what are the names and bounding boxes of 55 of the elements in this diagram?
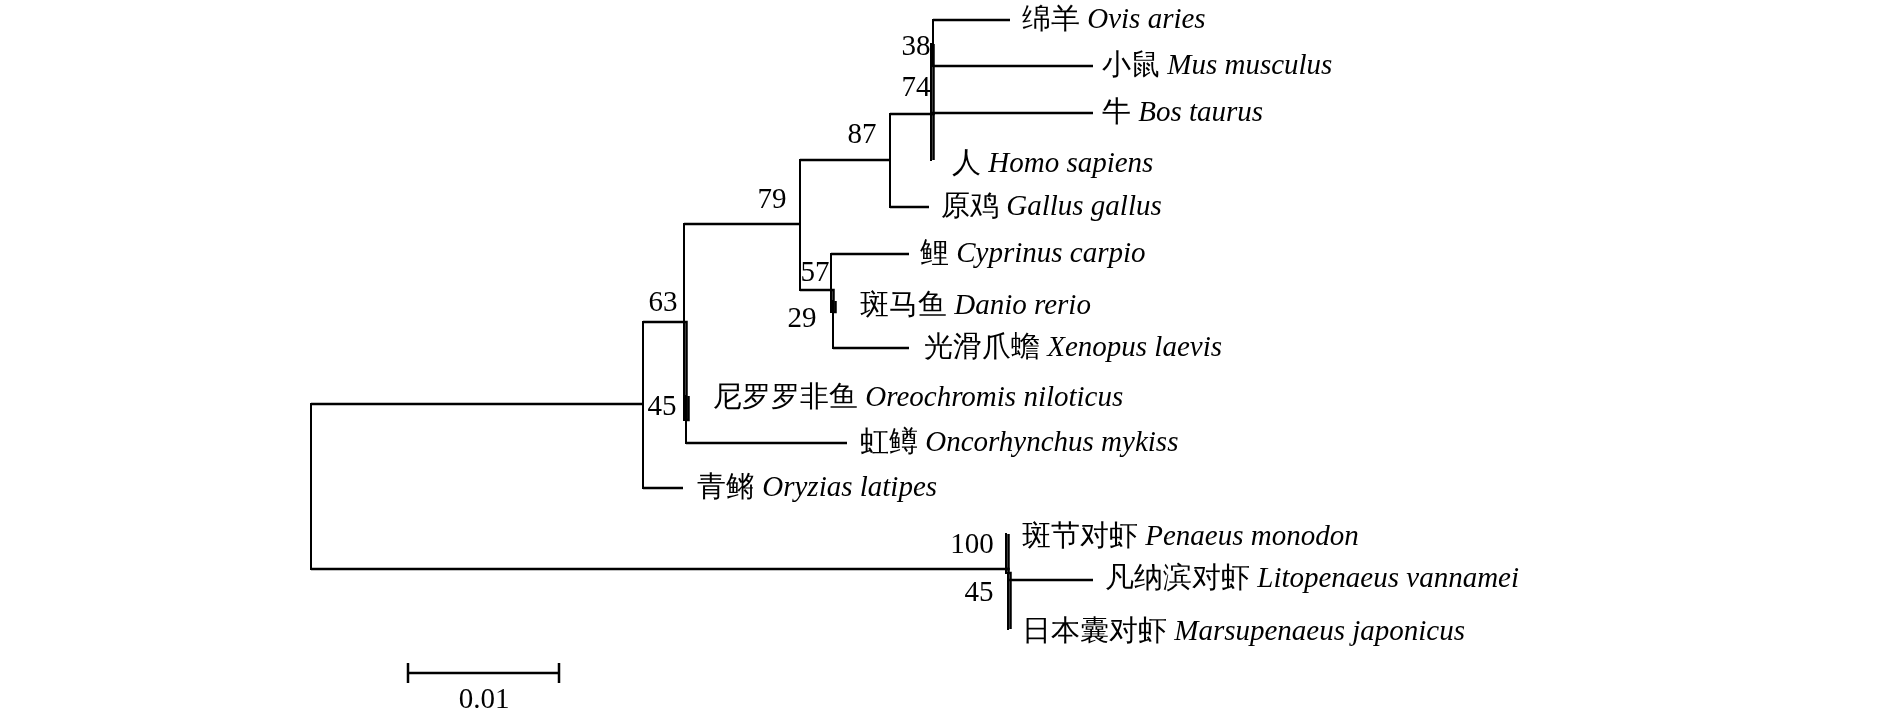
node-line xyxy=(1004,532,1008,575)
branch-line xyxy=(643,320,684,324)
node-line xyxy=(641,320,645,490)
branch-line xyxy=(933,64,1093,68)
bootstrap-value: 74 xyxy=(901,72,931,102)
species-label: 小鼠 Mus musculus xyxy=(1102,50,1333,80)
species-label: 鲤 Cyprinus carpio xyxy=(920,238,1146,268)
species-label: 原鸡 Gallus gallus xyxy=(941,191,1162,221)
bootstrap-value: 45 xyxy=(964,577,994,607)
bootstrap-value: 38 xyxy=(901,31,931,61)
branch-line xyxy=(686,441,847,445)
node-line xyxy=(831,299,835,350)
branch-line xyxy=(832,299,837,314)
branch-line xyxy=(685,394,690,422)
node-line xyxy=(684,394,688,445)
node-line xyxy=(888,112,892,209)
branch-line xyxy=(311,402,643,406)
node-line xyxy=(309,402,313,571)
bootstrap-value: 63 xyxy=(648,287,678,317)
bootstrap-value: 87 xyxy=(847,119,877,149)
node-line xyxy=(931,18,935,68)
branch-line xyxy=(1005,532,1010,571)
species-label: 虹鳟 Oncorhynchus mykiss xyxy=(860,427,1179,457)
species-label: 凡纳滨对虾 Litopenaeus vannamei xyxy=(1105,563,1519,593)
species-label: 光滑爪蟾 Xenopus laevis xyxy=(924,332,1222,362)
species-label: 青鳉 Oryzias latipes xyxy=(697,472,938,502)
branch-line xyxy=(933,18,1010,22)
species-label: 尼罗罗非鱼 Oreochromis niloticus xyxy=(713,382,1124,412)
branch-line xyxy=(684,222,800,226)
species-label: 斑马鱼 Danio rerio xyxy=(860,290,1091,320)
bootstrap-value: 57 xyxy=(800,257,830,287)
species-label: 绵羊 Ovis aries xyxy=(1022,4,1206,34)
branch-line xyxy=(890,205,929,209)
branch-line xyxy=(890,112,931,116)
bootstrap-value: 45 xyxy=(647,391,677,421)
bootstrap-value: 79 xyxy=(757,184,787,214)
species-label: 人 Homo sapiens xyxy=(952,148,1154,178)
branch-line xyxy=(800,288,831,292)
bootstrap-value: 29 xyxy=(787,303,817,333)
bootstrap-value: 100 xyxy=(950,529,994,559)
species-label: 日本囊对虾 Marsupenaeus japonicus xyxy=(1022,616,1466,646)
node-line xyxy=(682,222,686,422)
branch-line xyxy=(800,158,890,162)
node-line xyxy=(798,158,802,292)
branch-line xyxy=(833,346,909,350)
scale-label: 0.01 xyxy=(458,684,510,714)
branch-line xyxy=(931,111,1093,115)
node-line xyxy=(929,42,933,162)
species-label: 斑节对虾 Penaeus monodon xyxy=(1022,521,1359,551)
branch-line xyxy=(831,252,909,256)
branch-line xyxy=(643,486,683,490)
species-label: 牛 Bos taurus xyxy=(1102,97,1264,127)
node-line xyxy=(829,252,833,314)
branch-line xyxy=(930,112,935,162)
branch-line xyxy=(311,567,1006,571)
